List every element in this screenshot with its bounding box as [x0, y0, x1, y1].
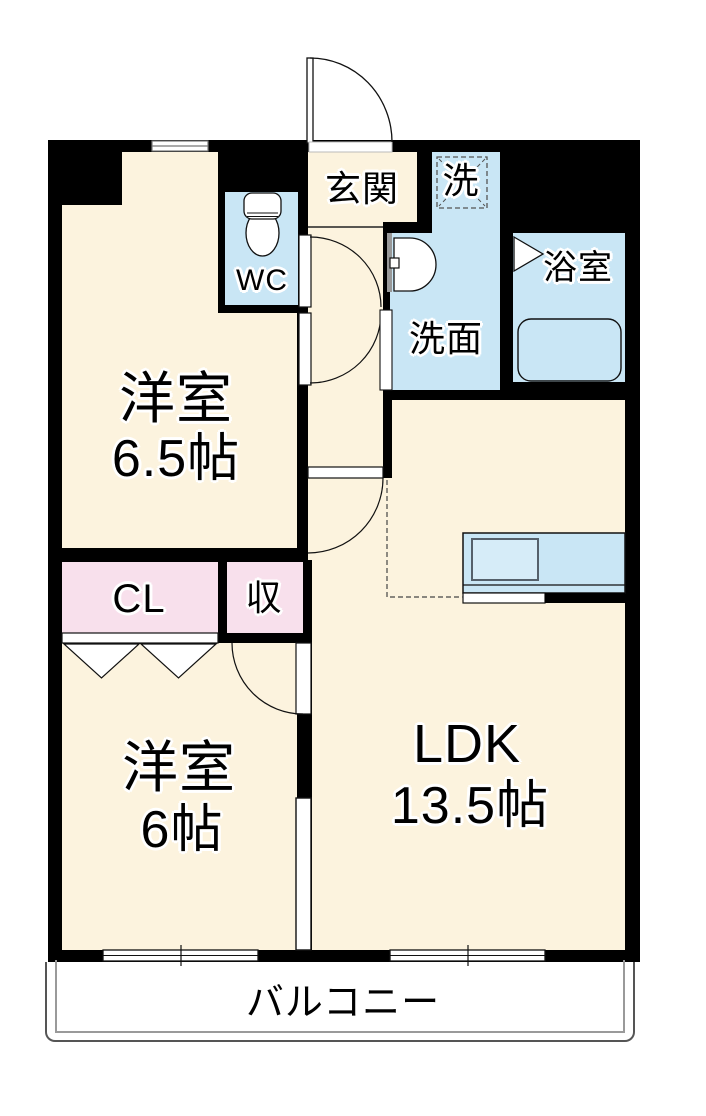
- closet-floor: [62, 562, 218, 633]
- washroom-label: 洗面: [408, 318, 484, 359]
- kitchen-area-dashed-boundary: [386, 480, 463, 598]
- toilet-door-leaf: [298, 234, 312, 308]
- western-room-1-floor-notch: [122, 152, 218, 205]
- storage-floor: [227, 562, 303, 633]
- entrance-floor: [308, 152, 417, 222]
- closet-door-fold-triangle-1: [62, 643, 141, 679]
- washer-label: 洗: [442, 160, 480, 201]
- toilet-door-swing-arc: [309, 236, 382, 308]
- entrance-label: 玄関: [324, 168, 400, 209]
- ldk-floor: [392, 400, 625, 950]
- washroom-sink-icon: [393, 237, 437, 292]
- ldk-hall-door-swing-arc: [307, 477, 384, 554]
- laundry-nook-floor: [432, 152, 500, 233]
- room-divider-partition: [295, 797, 312, 951]
- ldk-size-label: 13.5帖: [390, 777, 550, 835]
- entrance-threshold: [308, 141, 393, 153]
- bathtub-icon: [517, 318, 622, 382]
- western-room-2-door-swing-arc: [231, 642, 304, 715]
- closet-door-fold-triangle-2: [139, 643, 218, 679]
- western-room-1-door-swing-arc: [309, 312, 382, 384]
- western-room-1-floor-upper: [62, 205, 218, 313]
- western-room-1-name-label: 洋室: [119, 367, 233, 430]
- closet-door-track: [61, 632, 219, 644]
- entrance-door-leaf: [306, 57, 314, 144]
- washroom-sink-tap-icon: [389, 257, 400, 269]
- bathroom-label: 浴室: [543, 249, 613, 287]
- entrance-door-swing-arc: [309, 57, 393, 143]
- washer-pan-diagonal-2: [438, 158, 486, 207]
- western-room-2-size-label: 6帖: [140, 801, 224, 859]
- western-room-1-door-leaf: [298, 312, 312, 386]
- washer-pan-icon: [436, 156, 488, 209]
- kitchen-wall-stub: [545, 593, 625, 603]
- western-room-1-floor: [62, 313, 297, 548]
- western-room-2-name-label: 洋室: [122, 736, 236, 799]
- balcony-area: [45, 960, 635, 1042]
- western-room-2-door-leaf: [295, 642, 312, 715]
- western-room-1-size-label: 6.5帖: [111, 430, 241, 488]
- western-room-2-floor: [62, 643, 297, 950]
- kitchen-sink-icon: [471, 538, 539, 581]
- washer-pan-diagonal-1: [438, 158, 486, 207]
- balcony-label: バルコニー: [245, 982, 441, 1024]
- kitchen-counter-open-side: [462, 592, 546, 604]
- ldk-left-floor: [312, 560, 392, 950]
- toilet-label: WC: [236, 264, 288, 297]
- closet-label: CL: [112, 577, 166, 621]
- ldk-passage-floor: [308, 478, 392, 560]
- washroom-door: [379, 309, 393, 391]
- toilet-tank-icon: [243, 192, 282, 220]
- ldk-name-label: LDK: [412, 714, 522, 774]
- storage-label: 収: [245, 577, 283, 618]
- ldk-hall-door-leaf: [307, 466, 384, 479]
- bathroom-folding-door-icon: [513, 235, 545, 273]
- balcony-rail-line: [55, 960, 625, 1033]
